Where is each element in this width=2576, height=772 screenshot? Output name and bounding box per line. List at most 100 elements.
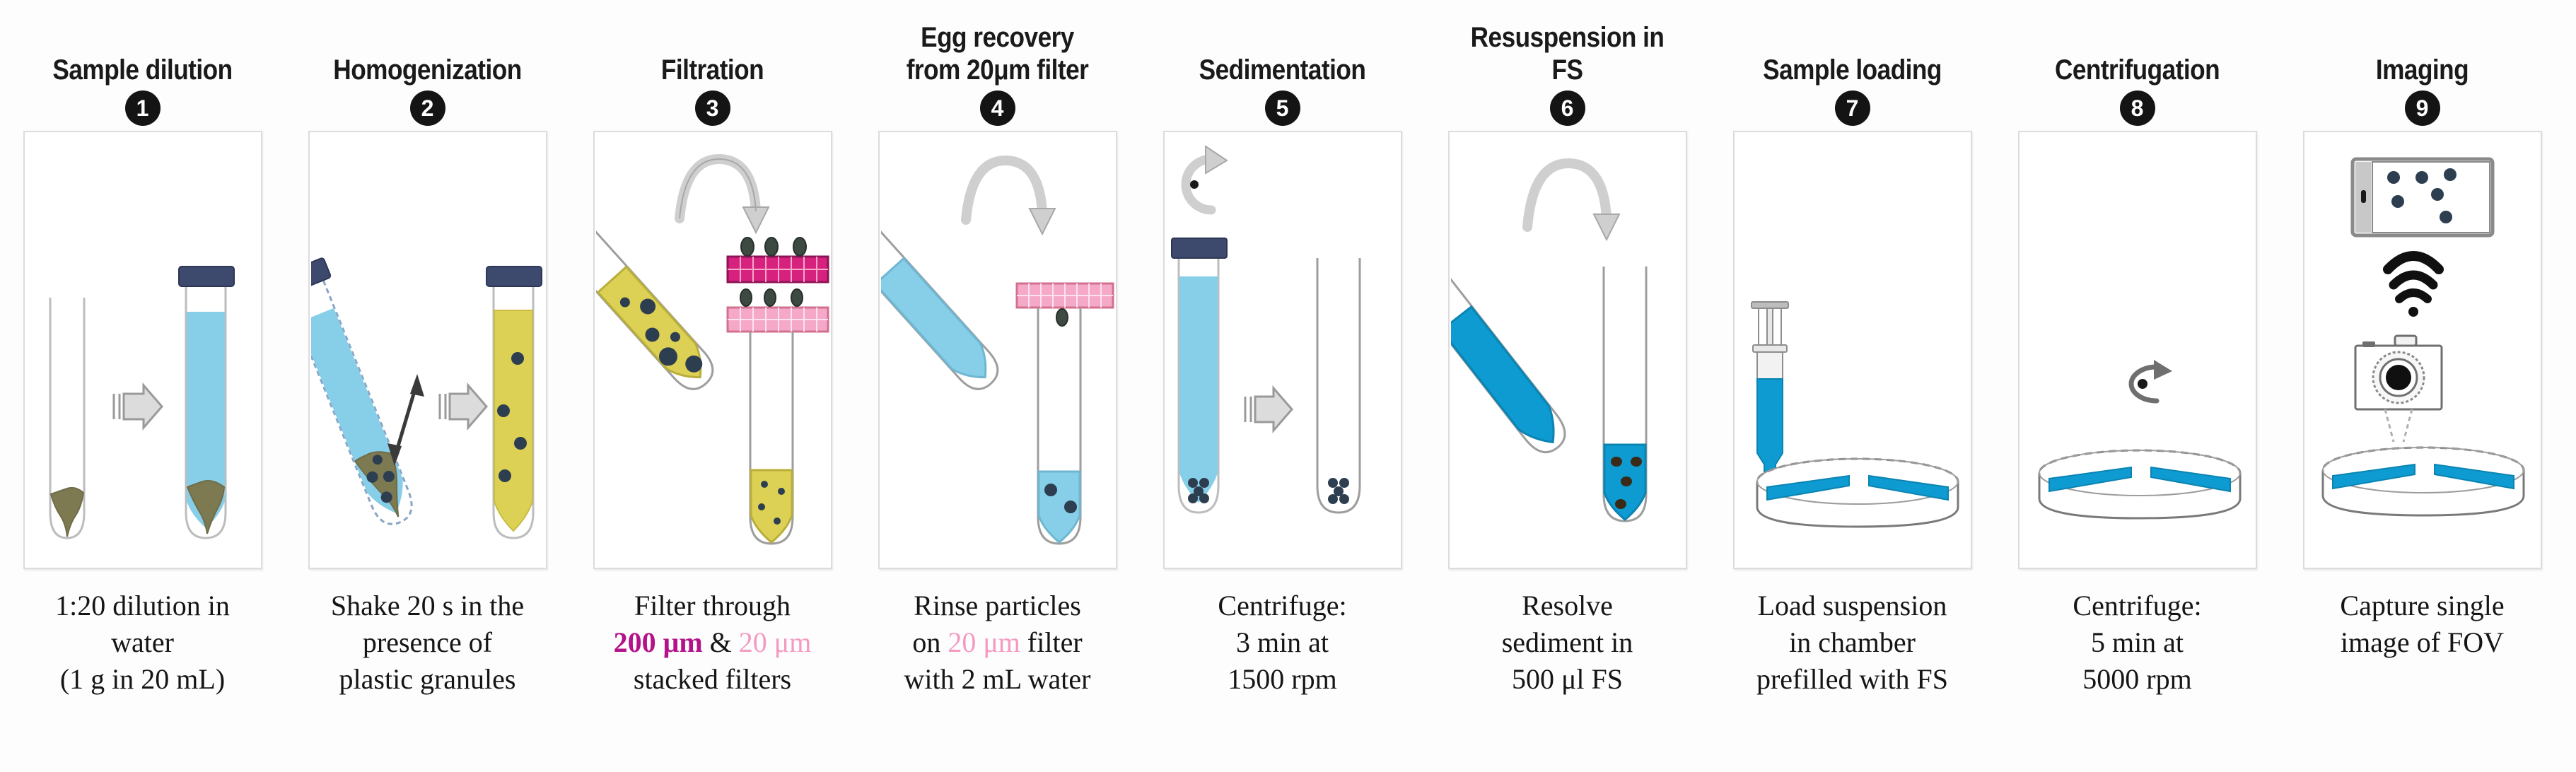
step-3-caption: Filter through 200 μm & 20 μm stacked fi… <box>574 587 851 698</box>
step-5-caption-line-3: 1500 rpm <box>1228 663 1337 695</box>
step-6-illustration <box>1447 131 1687 569</box>
workflow-step-7: Sample loading 7 <box>1710 0 1995 772</box>
empty-tube-icon <box>49 298 85 539</box>
step-4-title-line-2: from 20μm filter <box>906 54 1089 86</box>
filter-suffix: filter <box>1020 626 1083 658</box>
step-1-caption-line-2: water <box>111 626 174 658</box>
rinse-tube-icon <box>880 214 998 390</box>
step-1-title-block: Sample dilution <box>0 0 285 86</box>
workflow-step-5: Sedimentation 5 <box>1140 0 1425 772</box>
step-2-number-badge: 2 <box>409 90 445 126</box>
step-7-caption-line-2: in chamber <box>1789 626 1916 658</box>
capped-tube-with-pellet-icon <box>1170 238 1228 514</box>
double-headed-arrow-icon <box>387 374 424 466</box>
ampersand-separator: & <box>702 626 739 658</box>
step-4-caption-line-1: Rinse particles <box>914 590 1081 621</box>
step-7-caption-line-3: prefilled with FS <box>1756 663 1949 695</box>
step-4-illustration <box>878 131 1117 569</box>
step-3-number-badge: 3 <box>694 90 730 126</box>
capped-tube-with-water-icon <box>177 266 235 539</box>
pink-filter-mesh-icon <box>1015 282 1114 327</box>
magenta-filter-mesh-icon <box>726 237 829 283</box>
step-6-title-line-1: Resuspension in <box>1470 22 1665 53</box>
step-7-caption-line-1: Load suspension <box>1757 590 1947 621</box>
rotation-arrow-icon <box>1181 145 1228 215</box>
step-7-number-badge: 7 <box>1834 90 1870 126</box>
step-8-caption-line-1: Centrifuge: <box>2073 590 2202 621</box>
step-9-caption: Capture single image of FOV <box>2284 587 2561 661</box>
tube-with-resuspended-eggs-icon <box>1602 267 1647 522</box>
right-arrow-icon <box>1244 385 1293 434</box>
step-8-caption-line-2: 5 min at <box>2090 626 2184 658</box>
step-2-caption: Shake 20 s in the presence of plastic gr… <box>289 587 566 698</box>
step-5-caption: Centrifuge: 3 min at 1500 rpm <box>1144 587 1421 698</box>
step-8-illustration <box>2017 131 2257 569</box>
step-5-number-badge: 5 <box>1264 90 1300 126</box>
step-8-number-badge: 8 <box>2119 90 2155 126</box>
on-prefix: on <box>912 626 948 658</box>
step-7-caption: Load suspension in chamber prefilled wit… <box>1714 587 1991 698</box>
workflow-step-2: Homogenization 2 <box>285 0 570 772</box>
rotation-arrow-icon <box>2128 360 2172 404</box>
workflow-step-8: Centrifugation 8 Centrifuge: <box>1995 0 2280 772</box>
curved-pour-arrow-icon <box>1522 158 1621 242</box>
step-4-caption-line-3: with 2 mL water <box>904 663 1091 695</box>
collection-tube-icon <box>1037 308 1081 545</box>
step-5-caption-line-2: 3 min at <box>1235 626 1329 658</box>
step-3-caption-line-1: Filter through <box>634 590 791 621</box>
wifi-icon <box>2382 251 2444 317</box>
step-6-title-line-2: FS <box>1551 54 1583 86</box>
filter-20um-label: 20 μm <box>738 626 812 658</box>
step-2-caption-line-3: plastic granules <box>339 663 516 695</box>
step-9-illustration <box>2302 131 2542 569</box>
tilted-shaking-tube-icon <box>310 257 413 525</box>
step-3-caption-line-3: stacked filters <box>633 663 792 695</box>
right-arrow-icon <box>438 382 488 431</box>
step-9-number-badge: 9 <box>2404 90 2440 126</box>
step-3-illustration <box>593 131 832 569</box>
counting-chamber-icon <box>1756 457 1959 528</box>
step-2-caption-line-1: Shake 20 s in the <box>330 590 525 621</box>
step-8-title-block: Centrifugation <box>1995 0 2280 86</box>
step-2-title-block: Homogenization <box>285 0 570 86</box>
step-5-title: Sedimentation <box>1199 54 1366 86</box>
workflow-step-1: Sample dilution 1 <box>0 0 285 772</box>
tablet-screen-with-eggs-icon <box>2350 157 2494 238</box>
step-6-caption-line-3: 500 μl FS <box>1511 663 1624 695</box>
curved-pour-arrow-icon <box>960 156 1056 236</box>
step-7-title-block: Sample loading <box>1710 0 1995 86</box>
step-6-caption-line-1: Resolve <box>1522 590 1613 621</box>
step-4-title-line-1: Egg recovery <box>921 22 1074 53</box>
tilted-fs-tube-icon <box>1450 259 1566 454</box>
step-2-caption-line-2: presence of <box>362 626 493 658</box>
step-1-caption: 1:20 dilution in water (1 g in 20 mL) <box>4 587 281 698</box>
step-1-illustration <box>23 131 262 569</box>
tube-cap-icon <box>485 266 542 287</box>
step-7-title: Sample loading <box>1763 54 1942 86</box>
step-4-caption-line-2: on 20 μm filter <box>859 624 1136 661</box>
step-8-title: Centrifugation <box>2054 54 2220 86</box>
syringe-icon <box>1750 301 1789 489</box>
step-2-title: Homogenization <box>333 54 522 86</box>
right-arrow-icon <box>112 382 163 431</box>
step-9-caption-line-2: image of FOV <box>2340 626 2505 658</box>
step-9-title-block: Imaging <box>2280 0 2565 86</box>
workflow-step-6: Resuspension in FS 6 <box>1425 0 1710 772</box>
camera-icon <box>2354 334 2442 443</box>
step-4-number-badge: 4 <box>979 90 1015 126</box>
counting-chamber-icon <box>2038 449 2241 520</box>
step-6-caption: Resolve sediment in 500 μl FS <box>1429 587 1706 698</box>
step-4-caption: Rinse particles on 20 μm filter with 2 m… <box>859 587 1136 698</box>
workflow-step-3: Filtration 3 <box>570 0 855 772</box>
step-1-caption-line-3: (1 g in 20 mL) <box>59 663 226 695</box>
step-1-title: Sample dilution <box>52 54 233 86</box>
step-3-title-block: Filtration <box>570 0 855 86</box>
collection-tube-icon <box>749 332 793 545</box>
step-5-title-block: Sedimentation <box>1140 0 1425 86</box>
pink-filter-mesh-icon <box>726 288 829 333</box>
workflow-step-4: Egg recovery from 20μm filter 4 <box>855 0 1140 772</box>
decanted-tube-with-pellet-icon <box>1316 258 1360 514</box>
step-3-title: Filtration <box>660 54 764 86</box>
step-9-caption-line-1: Capture single <box>2340 590 2505 621</box>
